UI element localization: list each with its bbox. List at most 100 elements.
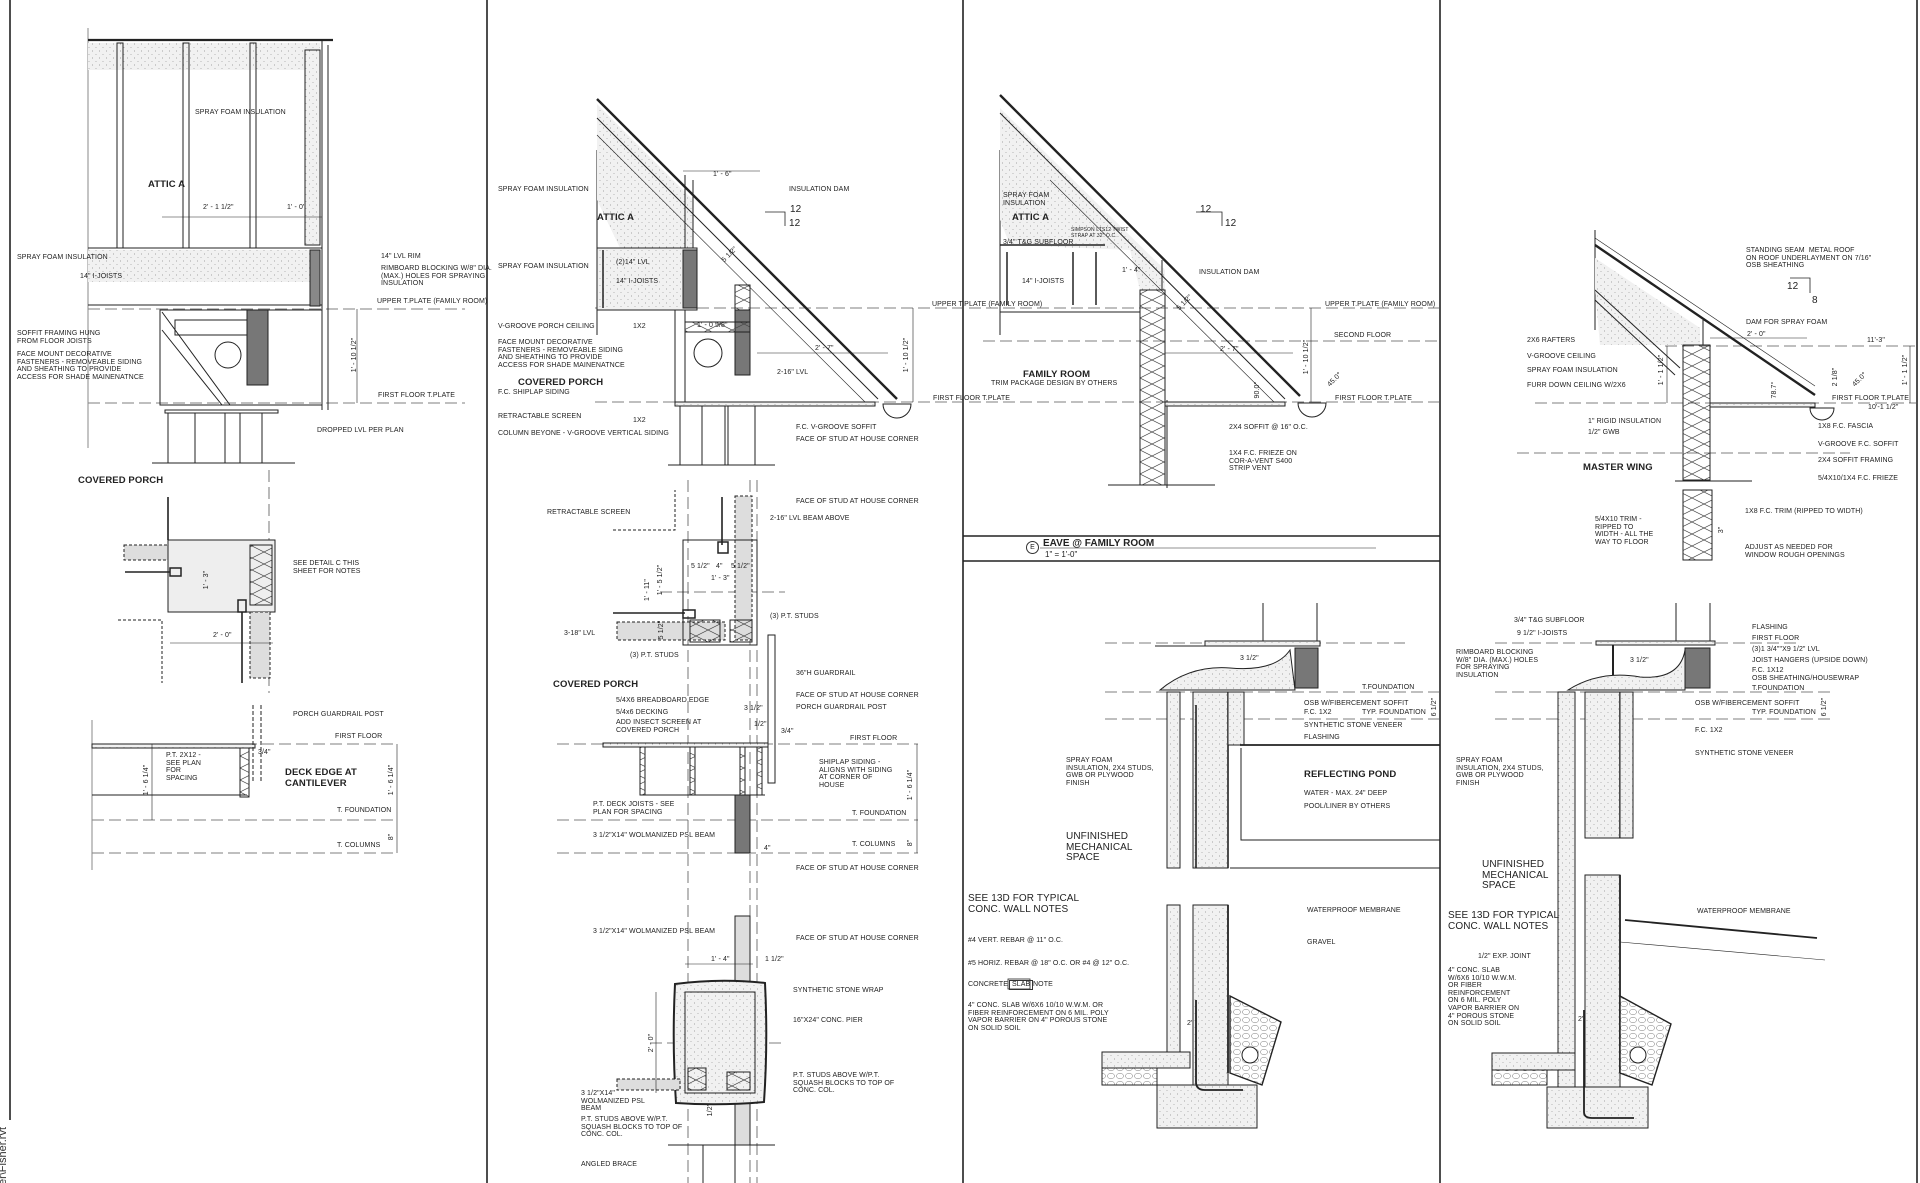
panel-4-annotation: 4" CONC. SLAB W/6X6 10/10 W.W.M. OR FIBE… (1448, 967, 1520, 1028)
panel-4-annotation: V-GROOVE CEILING (1527, 353, 1596, 360)
family-room-eave-section (999, 94, 1327, 488)
panel-1-annotation: 1' - 10 1/2" (351, 337, 359, 373)
panel-3-annotation: SYNTHETIC STONE VENEER (1304, 722, 1403, 729)
panel-4-annotation: 1/2" EXP. JOINT (1478, 953, 1531, 960)
panel-3-annotation: 2" (1187, 1020, 1194, 1027)
panel-3-annotation: SECOND FLOOR (1334, 332, 1392, 339)
panel-2-annotation: 1' - 3" (711, 575, 730, 582)
panel-4-annotation: 5/4X10 TRIM - RIPPED TO WIDTH - ALL THE … (1595, 516, 1654, 546)
panel-2-annotation: 3 1/2"X14" WOLMANIZED PSL BEAM (593, 832, 716, 839)
panel-3-annotation: UNFINISHED MECHANICAL SPACE (1066, 831, 1133, 863)
panel-3-annotation: 90.0° (1254, 381, 1262, 399)
panel-2-annotation: ANGLED BRACE (581, 1161, 638, 1168)
panel-2-annotation: V-GROOVE PORCH CEILING (498, 323, 595, 330)
panel-2-annotation: FACE OF STUD AT HOUSE CORNER (796, 498, 919, 505)
panel-1-annotation: 14" I-JOISTS (80, 273, 123, 280)
panel-1-annotation: ATTIC A (148, 179, 186, 190)
panel-4-annotation: TYP. FOUNDATION (1752, 709, 1816, 716)
panel-2-annotation: 8" (907, 839, 915, 847)
panel-2-annotation: 2-16" LVL BEAM ABOVE (770, 515, 850, 522)
panel-4-annotation: 1X8 F.C. FASCIA (1818, 423, 1874, 430)
panel-4-annotation: FURR DOWN CEILING W/2X6 (1527, 382, 1626, 389)
concrete-pier-plan (616, 915, 775, 1183)
panel-4-annotation: 2X6 RAFTERS (1527, 337, 1576, 344)
panel-4-annotation: OSB SHEATHING/HOUSEWRAP (1752, 675, 1860, 682)
panel-1-annotation: SPRAY FOAM INSULATION (17, 254, 108, 261)
panel-2-annotation: 1' - 5 1/2" (657, 564, 665, 596)
panel-2-annotation: 1' - 4" (711, 956, 730, 963)
panel-3-annotation: #5 HORIZ. REBAR @ 18" O.C. OR #4 @ 12" O… (968, 960, 1130, 967)
panel-2-annotation: 3 1/2"X14" WOLMANIZED PSL BEAM (593, 928, 716, 935)
panel-2-annotation: 1X2 (633, 323, 646, 330)
panel-2-annotation: 1X2 (633, 417, 646, 424)
panel-1-annotation: 14" LVL RIM (381, 253, 421, 260)
panel-2-annotation: T. FOUNDATION (852, 810, 907, 817)
panel-3-annotation: 1' - 4" (1122, 267, 1141, 274)
panel-2-annotation: 5 1/2" (658, 620, 666, 640)
panel-2-annotation: FACE OF STUD AT HOUSE CORNER (796, 436, 919, 443)
panel-2-annotation: 1' - 6" (713, 171, 732, 178)
panel-3-annotation: SEE 13D FOR TYPICAL CONC. WALL NOTES (968, 893, 1080, 915)
panel-2-annotation: COVERED PORCH (518, 377, 604, 388)
panel-1-annotation: 3/4" (258, 749, 271, 756)
panel-2-annotation: 5/4x6 DECKING (616, 709, 669, 716)
panel-2-annotation: 5 1/2" (691, 563, 710, 570)
panel-3-annotation: SPRAY FOAM INSULATION (1003, 192, 1050, 207)
panel-2-annotation: SPRAY FOAM INSULATION (498, 186, 589, 193)
panel-2-annotation: 3 1/2"X14" WOLMANIZED PSL BEAM (581, 1090, 646, 1113)
panel-1-annotation: FIRST FLOOR (335, 733, 383, 740)
panel-2-annotation: 4" (716, 563, 723, 570)
panel-4-annotation: 5/4X10/1X4 F.C. FRIEZE (1818, 475, 1899, 482)
panel-1-annotation: P.T. 2X12 - SEE PLAN FOR SPACING (166, 752, 202, 782)
panel-4-annotation: 1' - 1 1/2" (1902, 354, 1910, 386)
panel-3-annotation: 12 (1225, 218, 1237, 229)
panel-1-annotation: RIMBOARD BLOCKING W/8" DIA. (MAX.) HOLES… (381, 265, 492, 288)
master-wing-eave-section (1594, 230, 1911, 561)
panel-3-annotation: INSULATION DAM (1199, 269, 1260, 276)
panel-1-annotation: UPPER T.PLATE (FAMILY ROOM) (377, 298, 488, 305)
panel-4-annotation: F.C. 1X12 (1752, 667, 1784, 674)
porch-eave-section (596, 98, 914, 466)
panel-2-annotation: P.T. STUDS ABOVE W/P.T. SQUASH BLOCKS TO… (793, 1072, 895, 1095)
panel-4-annotation: STANDING SEAM METAL ROOF ON ROOF UNDERLA… (1746, 247, 1872, 270)
panel-1-annotation: SEE DETAIL C THIS SHEET FOR NOTES (293, 560, 361, 575)
panel-1-annotation: COVERED PORCH (78, 475, 164, 486)
detail-title: EAVE @ FAMILY ROOM (1043, 538, 1155, 549)
panel-4-annotation: 1/2" GWB (1588, 429, 1620, 436)
panel-1-annotation: 1' - 6 1/4" (143, 764, 151, 796)
panel-2-annotation: 1' - 6 1/4" (907, 769, 915, 801)
panel-4-annotation: OSB W/FIBERCEMENT SOFFIT (1695, 700, 1800, 707)
panel-3-annotation: FAMILY ROOM (1023, 369, 1091, 380)
panel-1-annotation: DROPPED LVL PER PLAN (317, 427, 404, 434)
panel-4-annotation: 2X4 SOFFIT FRAMING (1818, 457, 1894, 464)
panel-2-annotation: 1/2" (707, 1103, 715, 1117)
panel-3-annotation: TRIM PACKAGE DESIGN BY OTHERS (991, 380, 1118, 387)
panel-4-annotation: 2 1/8" (1832, 367, 1840, 387)
panel-2-annotation: 1' - 0 5/8" (697, 322, 728, 329)
panel-4-annotation: JOIST HANGERS (UPSIDE DOWN) (1752, 657, 1868, 664)
panel-1-annotation: T. FOUNDATION (337, 807, 392, 814)
panel-2-annotation: 2-16" LVL (777, 369, 809, 376)
panel-2-annotation: RETRACTABLE SCREEN (547, 509, 631, 516)
panel-4-annotation: 9 1/2" I-JOISTS (1517, 630, 1568, 637)
panel-1-annotation: 2' - 1 1/2" (203, 204, 234, 211)
panel-1-annotation: 8" (388, 833, 396, 841)
panel-2-annotation: 5 1/2" (731, 563, 750, 570)
panel-3-annotation: NOTE (1033, 981, 1053, 988)
panel-1-annotation: SOFFIT FRAMING HUNG FROM FLOOR JOISTS (17, 330, 101, 345)
panel-2-annotation: P.T. STUDS ABOVE W/P.T. SQUASH BLOCKS TO… (581, 1116, 683, 1139)
panel-1-annotation: FACE MOUNT DECORATIVE FASTENERS - REMOVE… (17, 351, 144, 381)
porch-column-plan (613, 490, 758, 646)
panel-4-annotation: 2" (1578, 1016, 1585, 1023)
panel-4-annotation: RIMBOARD BLOCKING W/8" DIA. (MAX.) HOLES… (1456, 649, 1539, 679)
panel-borders (9, 0, 1918, 1183)
panel-2-annotation: 2' - 7" (815, 345, 834, 352)
panel-3-annotation: OSB W/FIBERCEMENT SOFFIT (1304, 700, 1409, 707)
panel-2-annotation: FIRST FLOOR (850, 735, 898, 742)
panel-2-annotation: 36"H GUARDRAIL (796, 670, 856, 677)
panel-3-annotation: SPRAY FOAM INSULATION, 2X4 STUDS, GWB OR… (1066, 757, 1154, 787)
panel-4-annotation: 1' - 1 1/2" (1658, 354, 1666, 386)
master-wing-foundation-section (1491, 603, 1826, 1129)
panel-4-annotation: 3" (1718, 526, 1726, 534)
panel-2-annotation: 1' - 10 1/2" (903, 337, 911, 373)
